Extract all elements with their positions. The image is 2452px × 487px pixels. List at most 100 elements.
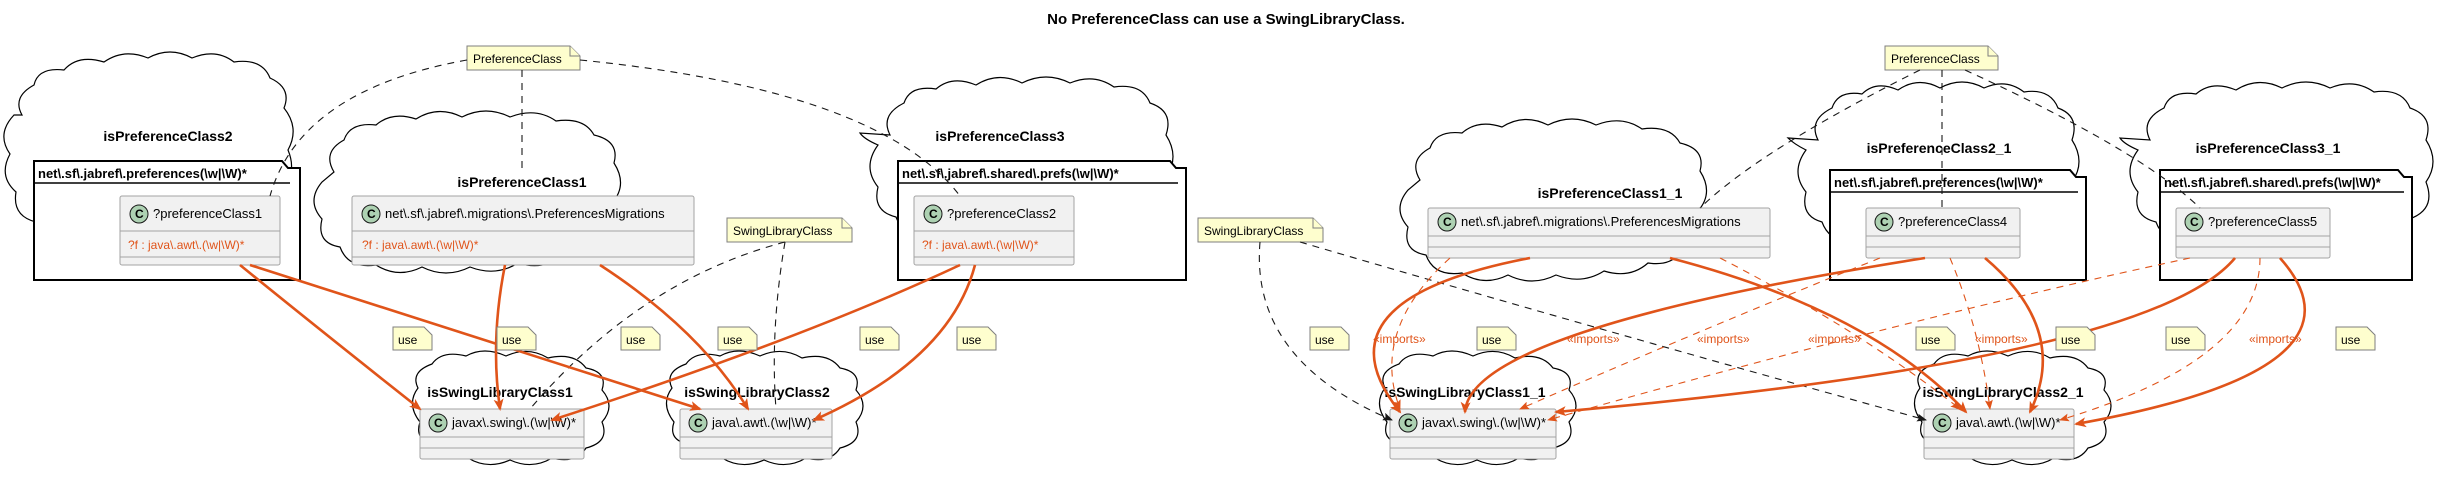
use-edge bbox=[1460, 256, 1926, 414]
imports-label: «imports» bbox=[1373, 332, 1426, 346]
class-name: net\.sf\.jabref\.migrations\.Preferences… bbox=[385, 206, 665, 221]
use-edge bbox=[550, 263, 961, 422]
note-text: PreferenceClass bbox=[1891, 52, 1980, 66]
class-c-icon bbox=[1437, 212, 1457, 232]
imports-edge bbox=[1949, 257, 1993, 410]
svg-text:use: use bbox=[2061, 333, 2081, 347]
svg-text:use: use bbox=[1482, 333, 1502, 347]
class-java-awt-right[interactable]: C java\.awt\.(\w|\W)* bbox=[1923, 408, 2075, 460]
note-preferenceclass-left: PreferenceClass bbox=[466, 45, 581, 71]
svg-text:C: C bbox=[1404, 416, 1413, 430]
svg-text:use: use bbox=[962, 333, 982, 347]
class-name: javax\.swing\.(\w|\W)* bbox=[451, 415, 576, 430]
class-name: ?preferenceClass5 bbox=[2208, 214, 2317, 229]
class-name: ?preferenceClass1 bbox=[153, 206, 262, 221]
group-title-isswinglibraryclass1: isSwingLibraryClass1 bbox=[427, 384, 573, 400]
class-javax-swing-right[interactable]: C javax\.swing\.(\w|\W)* bbox=[1389, 408, 1557, 460]
class-preferencesmigrations-left[interactable]: C net\.sf\.jabref\.migrations\.Preferenc… bbox=[351, 195, 695, 266]
use-note: use bbox=[956, 326, 997, 351]
svg-text:use: use bbox=[502, 333, 522, 347]
svg-text:use: use bbox=[626, 333, 646, 347]
class-preferencesmigrations-right[interactable]: C net\.sf\.jabref\.migrations\.Preferenc… bbox=[1427, 207, 1771, 259]
svg-text:use: use bbox=[723, 333, 743, 347]
class-preferenceclass2[interactable]: C ?preferenceClass2 ?f : java\.awt\.(\w|… bbox=[913, 195, 1075, 266]
class-attribute: ?f : java\.awt\.(\w|\W)* bbox=[128, 238, 245, 252]
group-title-ispreferenceclass1-1: isPreferenceClass1_1 bbox=[1538, 185, 1683, 201]
svg-text:C: C bbox=[1938, 416, 1947, 430]
class-c-icon bbox=[361, 204, 381, 224]
class-preferenceclass5[interactable]: C ?preferenceClass5 bbox=[2175, 207, 2331, 259]
use-edge bbox=[493, 264, 507, 411]
imports-label: «imports» bbox=[1567, 332, 1620, 346]
note-text: SwingLibraryClass bbox=[733, 224, 832, 238]
imports-label: «imports» bbox=[2249, 332, 2302, 346]
use-note: use bbox=[717, 326, 758, 351]
svg-text:C: C bbox=[1443, 215, 1452, 229]
use-note: use bbox=[1915, 326, 1956, 351]
svg-text:C: C bbox=[1880, 215, 1889, 229]
use-edge bbox=[249, 263, 702, 411]
imports-edge bbox=[2059, 257, 2261, 422]
svg-text:use: use bbox=[2171, 333, 2191, 347]
use-note: use bbox=[392, 326, 433, 351]
svg-text:use: use bbox=[1315, 333, 1335, 347]
group-title-ispreferenceclass2-1: isPreferenceClass2_1 bbox=[1867, 140, 2012, 156]
svg-text:C: C bbox=[929, 207, 938, 221]
note-swinglibraryclass-right: SwingLibraryClass bbox=[1197, 217, 1324, 243]
imports-edge bbox=[1719, 257, 1961, 410]
class-attribute: ?f : java\.awt\.(\w|\W)* bbox=[362, 238, 479, 252]
group-title-isswinglibraryclass2: isSwingLibraryClass2 bbox=[684, 384, 830, 400]
imports-label: «imports» bbox=[1697, 332, 1750, 346]
svg-text:C: C bbox=[2190, 215, 2199, 229]
group-title-ispreferenceclass3-1: isPreferenceClass3_1 bbox=[2196, 140, 2341, 156]
svg-text:use: use bbox=[1921, 333, 1941, 347]
svg-text:use: use bbox=[398, 333, 418, 347]
note-swinglibraryclass-left: SwingLibraryClass bbox=[726, 217, 853, 243]
class-name: java\.awt\.(\w|\W)* bbox=[1955, 415, 2061, 430]
class-c-icon bbox=[1398, 413, 1418, 433]
use-note: use bbox=[496, 326, 537, 351]
use-edge bbox=[2074, 257, 2307, 428]
group-title-ispreferenceclass1: isPreferenceClass1 bbox=[457, 174, 586, 190]
use-note: use bbox=[2055, 326, 2096, 351]
class-name: ?preferenceClass2 bbox=[947, 206, 1056, 221]
package-title: net\.sf\.jabref\.shared\.prefs(\w|\W)* bbox=[2164, 175, 2382, 190]
left-diagram: isPreferenceClass2 isPreferenceClass1 is… bbox=[3, 45, 1187, 466]
class-name: javax\.swing\.(\w|\W)* bbox=[1421, 415, 1546, 430]
group-title-isswinglibraryclass1-1: isSwingLibraryClass1_1 bbox=[1384, 384, 1545, 400]
use-edge bbox=[599, 263, 750, 411]
use-note: use bbox=[859, 326, 900, 351]
group-title-ispreferenceclass3: isPreferenceClass3 bbox=[935, 128, 1064, 144]
class-preferenceclass1[interactable]: C ?preferenceClass1 ?f : java\.awt\.(\w|… bbox=[119, 195, 281, 266]
use-note: use bbox=[2165, 326, 2206, 351]
package-title: net\.sf\.jabref\.preferences(\w|\W)* bbox=[1834, 175, 2044, 190]
imports-label: «imports» bbox=[1808, 332, 1861, 346]
use-edge bbox=[1372, 256, 1531, 414]
use-edge bbox=[239, 263, 422, 411]
class-c-icon bbox=[688, 413, 708, 433]
class-preferenceclass4[interactable]: C ?preferenceClass4 bbox=[1865, 207, 2021, 259]
svg-text:use: use bbox=[865, 333, 885, 347]
class-c-icon bbox=[129, 204, 149, 224]
group-title-ispreferenceclass2: isPreferenceClass2 bbox=[103, 128, 232, 144]
use-edge bbox=[1554, 257, 2236, 417]
svg-text:C: C bbox=[367, 207, 376, 221]
use-note: use bbox=[1309, 326, 1350, 351]
imports-edge bbox=[1391, 257, 1451, 410]
note-preferenceclass-right: PreferenceClass bbox=[1884, 45, 1999, 71]
use-edge bbox=[812, 264, 977, 422]
group-title-isswinglibraryclass2-1: isSwingLibraryClass2_1 bbox=[1922, 384, 2083, 400]
class-c-icon bbox=[2184, 212, 2204, 232]
use-note: use bbox=[620, 326, 661, 351]
package-title: net\.sf\.jabref\.shared\.prefs(\w|\W)* bbox=[902, 166, 1120, 181]
class-c-icon bbox=[1874, 212, 1894, 232]
use-edge bbox=[1669, 256, 1968, 414]
svg-text:C: C bbox=[135, 207, 144, 221]
class-name: java\.awt\.(\w|\W)* bbox=[711, 415, 817, 430]
class-c-icon bbox=[1932, 413, 1952, 433]
class-java-awt-left[interactable]: C java\.awt\.(\w|\W)* bbox=[679, 408, 833, 460]
imports-label: «imports» bbox=[1975, 332, 2028, 346]
imports-edge bbox=[1547, 257, 2191, 422]
use-note: use bbox=[2335, 326, 2376, 351]
